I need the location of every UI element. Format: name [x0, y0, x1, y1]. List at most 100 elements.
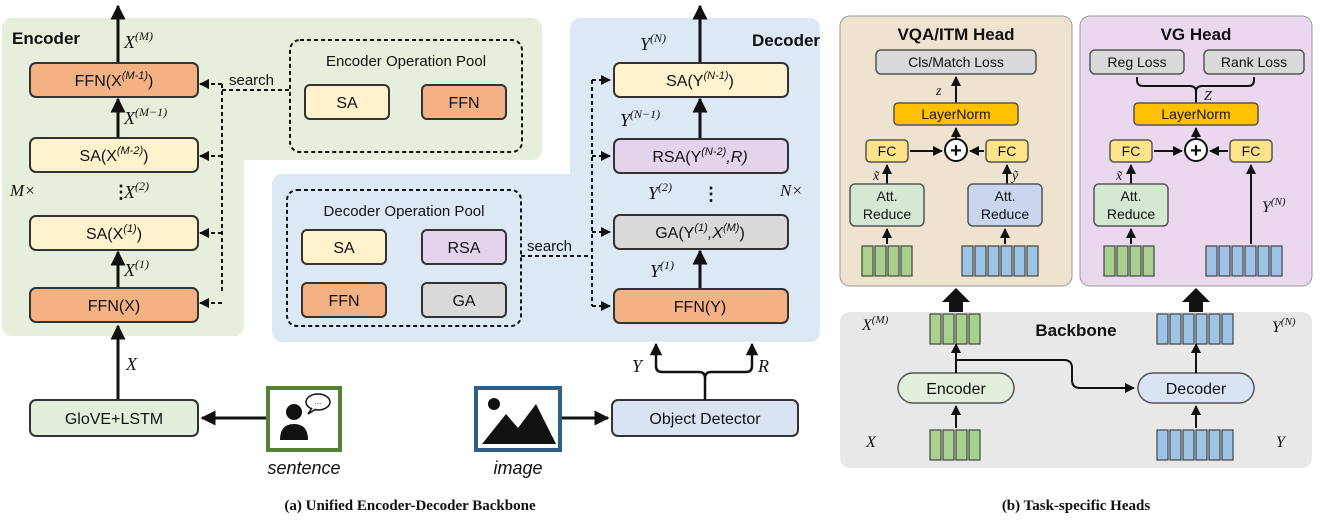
decoder-ga-label: GA(Y(1),X(M)): [655, 222, 745, 242]
vqa-att-reduce-left: [849, 183, 925, 227]
encoder-operation-pool: [289, 39, 523, 153]
vg-y-label: Y(N): [1262, 196, 1286, 216]
decoder-operation-pool: [286, 189, 522, 327]
decoder-title: Decoder: [752, 31, 820, 50]
decoder-ellipsis: ⋮: [702, 184, 720, 204]
vg-layernorm-label: LayerNorm: [1161, 106, 1230, 122]
svg-text:...: ...: [315, 397, 322, 406]
feature-token: [1156, 313, 1169, 345]
decoder-sa-top-block: [613, 62, 789, 98]
encoder-input-label: X: [125, 354, 138, 374]
vg-add-icon: [1184, 138, 1208, 162]
rank-loss-block: [1203, 49, 1305, 75]
feature-token: [1182, 429, 1195, 461]
feature-token: [1195, 313, 1208, 345]
feature-token: [1221, 313, 1234, 345]
sentence-icon: ...: [266, 386, 342, 452]
feature-token: [1244, 245, 1257, 277]
feature-token: [1257, 245, 1270, 277]
vqa-att-reduce-right-l2: Reduce: [981, 206, 1029, 222]
vg-text-features: [1103, 245, 1155, 277]
vqa-layernorm-block: [893, 102, 1019, 126]
object-detector-label: Object Detector: [649, 411, 761, 428]
encoder-label-m1: X(M−1): [123, 105, 167, 128]
decoder-label-2: Y(2): [648, 180, 672, 203]
encoder-sa-mid-label: SA(X(M-2)): [80, 145, 149, 165]
backbone-xm-features: [929, 313, 981, 345]
vqa-fc-left: [865, 139, 909, 163]
cls-match-loss-label: Cls/Match Loss: [908, 54, 1004, 70]
image-label: image: [493, 458, 542, 478]
vqa-layernorm-label: LayerNorm: [921, 106, 990, 122]
vqa-att-reduce-right: [967, 183, 1043, 227]
feature-token: [942, 429, 955, 461]
vqa-add-icon: [944, 138, 968, 162]
vg-head-title: VG Head: [1161, 25, 1232, 44]
decoder-pool-ga-label: GA: [452, 293, 475, 310]
backbone-yn-label: Y(N): [1272, 316, 1296, 336]
vqa-fc-left-label: FC: [878, 143, 897, 159]
feature-token: [987, 245, 1000, 277]
vg-att-reduce-l2: Reduce: [1107, 206, 1155, 222]
feature-token: [1195, 429, 1208, 461]
arrow-to-vqa-head: [942, 288, 970, 312]
feature-token: [1116, 245, 1129, 277]
feature-token: [1221, 429, 1234, 461]
decoder-ffn-label: FFN(Y): [674, 299, 726, 316]
feature-token: [929, 429, 942, 461]
vg-att-reduce-l1: Att.: [1120, 188, 1141, 204]
decoder-input-y: Y: [632, 356, 644, 376]
feature-token: [1208, 313, 1221, 345]
feature-token: [968, 429, 981, 461]
reg-loss-label: Reg Loss: [1107, 54, 1166, 70]
decoder-label-n1: Y(N−1): [620, 107, 660, 130]
encoder-pool-sa: [304, 84, 390, 120]
vqa-z-label: z: [935, 84, 942, 99]
decoder-ffn-block: [613, 288, 789, 324]
vqa-fc-right-label: FC: [998, 143, 1017, 159]
vqa-x-tilde: x̃: [872, 169, 880, 184]
decoder-pool-sa: [301, 229, 387, 265]
vg-plus: +: [1190, 140, 1202, 162]
decoder-pool-ffn-label: FFN: [328, 293, 359, 310]
encoder-title: Encoder: [12, 29, 80, 48]
vqa-y-tilde: ỹ: [1010, 169, 1019, 184]
feature-token: [887, 245, 900, 277]
feature-token: [1013, 245, 1026, 277]
vg-fc-right-label: FC: [1242, 143, 1261, 159]
encoder-repeat: M×: [9, 181, 36, 200]
feature-token: [955, 313, 968, 345]
decoder-pool-sa-label: SA: [333, 240, 355, 257]
vqa-head-title: VQA/ITM Head: [897, 25, 1014, 44]
decoder-pool-rsa: [421, 229, 507, 265]
encoder-out-label: X(M): [123, 29, 153, 52]
encoder-ffn-bottom-block: [29, 287, 199, 323]
encoder-pool-ffn: [421, 84, 507, 120]
backbone-y-features: [1156, 429, 1234, 461]
feature-token: [1129, 245, 1142, 277]
backbone-x-label: X: [865, 434, 877, 451]
encoder-ffn-top-label: FFN(X(M-1)): [75, 70, 154, 90]
encoder-pool-ffn-label: FFN: [448, 95, 479, 112]
feature-token: [1169, 313, 1182, 345]
vqa-fc-right: [985, 139, 1029, 163]
decoder-input-r: R: [757, 356, 769, 376]
encoder-pool-title: Encoder Operation Pool: [326, 53, 486, 70]
decoder-search-label: search: [527, 238, 572, 255]
feature-token: [1169, 429, 1182, 461]
decoder-pool-ga: [421, 282, 507, 318]
decoder-out-label: Y(N): [640, 31, 666, 54]
feature-token: [1182, 313, 1195, 345]
vg-layernorm-block: [1133, 102, 1259, 126]
feature-token: [942, 313, 955, 345]
backbone-y-label: Y: [1276, 434, 1287, 451]
vg-z-label: Z: [1204, 89, 1212, 104]
vqa-text-features: [861, 245, 913, 277]
sentence-label: sentence: [267, 458, 340, 478]
arrow-to-vg-head: [1182, 288, 1210, 312]
backbone-title: Backbone: [1035, 321, 1116, 340]
image-icon: [474, 386, 562, 452]
feature-token: [961, 245, 974, 277]
vg-image-features: [1205, 245, 1283, 277]
vqa-att-reduce-right-l1: Att.: [994, 188, 1015, 204]
